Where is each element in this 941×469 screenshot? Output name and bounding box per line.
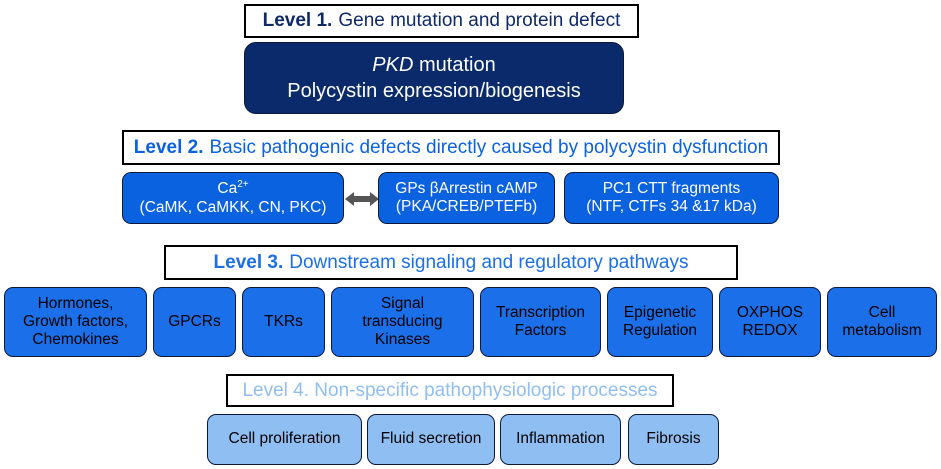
level3-box-metabolism-line2: metabolism <box>842 322 922 339</box>
level3-box-oxphos-line2: REDOX <box>742 322 798 339</box>
level3-label: Level 3. <box>213 251 284 273</box>
level3-header: Level 3.Downstream signaling and regulat… <box>164 245 738 280</box>
level2-title: Basic pathogenic defects directly caused… <box>209 136 769 158</box>
level3-box-hormones-line1: Hormones, <box>37 294 114 312</box>
calcium-charge: 2+ <box>237 179 249 191</box>
level1-box-line1-rest: mutation <box>413 54 496 76</box>
level3-box-kinases: Signal transducing Kinases <box>331 287 474 357</box>
level3-box-oxphos-line1: OXPHOS <box>736 303 804 321</box>
level4-box-proliferation: Cell proliferation <box>207 414 362 465</box>
level4-box-secretion-label: Fluid secretion <box>380 430 482 448</box>
level3-box-epigenetic-line2: Regulation <box>622 322 698 339</box>
level2-label: Level 2. <box>133 136 204 158</box>
calcium-symbol: Ca <box>217 180 238 198</box>
level4-box-secretion: Fluid secretion <box>367 414 495 465</box>
level4-box-fibrosis: Fibrosis <box>628 414 719 465</box>
level3-box-gpcrs: GPCRs <box>153 287 236 357</box>
level4-box-inflammation: Inflammation <box>500 414 621 465</box>
level2-header-text: Level 2.Basic pathogenic defects directl… <box>134 137 768 159</box>
level4-title: Level 4. Non-specific pathophysiologic p… <box>242 379 658 401</box>
level1-title: Gene mutation and protein defect <box>338 10 621 31</box>
level3-box-transcription-line2: Factors <box>514 322 567 339</box>
level3-header-text: Level 3.Downstream signaling and regulat… <box>214 252 689 274</box>
level3-box-epigenetic: Epigenetic Regulation <box>607 287 713 357</box>
level3-box-epigenetic-line1: Epigenetic <box>623 303 697 321</box>
level1-box-line2: Polycystin expression/biogenesis <box>287 80 581 102</box>
level3-box-tkrs-line1: TKRs <box>264 312 303 330</box>
level4-header: Level 4. Non-specific pathophysiologic p… <box>226 374 674 407</box>
level1-box-line1: PKD mutation <box>372 52 495 78</box>
level3-box-transcription-line1: Transcription <box>495 303 585 321</box>
level2-box-calcium: Ca2+ (CaMK, CaMKK, CN, PKC) <box>122 172 344 224</box>
level4-box-proliferation-label: Cell proliferation <box>228 430 341 448</box>
level3-box-hormones: Hormones, Growth factors, Chemokines <box>4 287 147 357</box>
level2-box-camp-line1: GPs βArrestin cAMP <box>395 179 538 197</box>
level3-box-hormones-line3: Chemokines <box>32 331 119 349</box>
level2-box-camp: GPs βArrestin cAMP (PKA/CREB/PTEFb) <box>378 172 555 224</box>
level2-header: Level 2.Basic pathogenic defects directl… <box>122 130 780 165</box>
level1-header: Level 1.Gene mutation and protein defect <box>244 4 639 38</box>
level2-box-pc1-line1: PC1 CTT fragments <box>602 179 741 197</box>
level4-box-inflammation-label: Inflammation <box>516 430 605 448</box>
level2-box-pc1: PC1 CTT fragments (NTF, CTFs 34 &17 kDa) <box>564 172 779 224</box>
level3-box-transcription: Transcription Factors <box>480 287 601 357</box>
level1-box: PKD mutation Polycystin expression/bioge… <box>244 42 624 114</box>
level3-box-kinases-line1: Signal <box>380 294 425 312</box>
level2-box-camp-line2: (PKA/CREB/PTEFb) <box>395 198 538 215</box>
level1-box-gene: PKD <box>372 54 414 76</box>
level3-box-kinases-line3: Kinases <box>374 331 431 349</box>
level3-box-kinases-line2: transducing <box>362 312 443 330</box>
level3-box-metabolism: Cell metabolism <box>827 287 937 357</box>
level3-title: Downstream signaling and regulatory path… <box>289 251 689 273</box>
level3-box-gpcrs-line1: GPCRs <box>168 312 221 330</box>
double-arrow-icon <box>345 192 379 206</box>
level4-box-fibrosis-label: Fibrosis <box>646 430 701 448</box>
level3-box-hormones-line2: Growth factors, <box>22 312 129 330</box>
level3-box-oxphos: OXPHOS REDOX <box>719 287 821 357</box>
level1-header-text: Level 1.Gene mutation and protein defect <box>263 10 621 32</box>
level2-box-pc1-line2: (NTF, CTFs 34 &17 kDa) <box>586 198 757 215</box>
level2-box-calcium-line2: (CaMK, CaMKK, CN, PKC) <box>139 198 327 216</box>
level3-box-metabolism-line1: Cell <box>868 303 896 321</box>
level2-box-calcium-line1: Ca2+ <box>217 179 248 198</box>
level3-box-tkrs: TKRs <box>242 287 325 357</box>
level1-label: Level 1. <box>262 10 333 31</box>
